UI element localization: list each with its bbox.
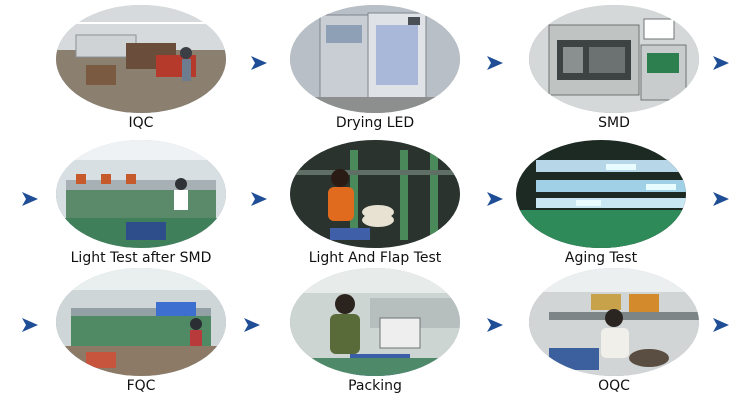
process-step-aging-test: Aging Test [516,140,686,270]
triangle-right-icon [713,318,729,332]
process-step-drying-led: Drying LED [290,5,460,135]
process-step-light-and-flap-test: Light And Flap Test [290,140,460,270]
triangle-right-icon [22,318,38,332]
triangle-right-icon [251,56,267,70]
process-step-fqc: FQC [56,268,226,398]
step-label: IQC [128,115,154,131]
step-label: OQC [598,378,630,394]
process-step-light-test-after-smd: Light Test after SMD [56,140,226,270]
triangle-right-icon [713,56,729,70]
triangle-right-icon [244,318,260,332]
process-step-iqc: IQC [56,5,226,135]
process-step-packing: Packing [290,268,460,398]
triangle-right-icon [713,192,729,206]
smd-machine-icon [529,5,699,113]
step-label: SMD [598,115,630,131]
process-step-oqc: OQC [529,268,699,398]
step-label: FQC [126,378,156,394]
worker-test-icon [290,140,460,248]
drying-oven-icon [290,5,460,113]
step-label: Aging Test [564,250,638,266]
oqc-inspection-icon [529,268,699,376]
triangle-right-icon [22,192,38,206]
triangle-right-icon [251,192,267,206]
step-label: Light Test after SMD [70,250,212,266]
aging-rack-icon [516,140,686,248]
step-label: Packing [348,378,402,394]
process-step-smd: SMD [529,5,699,135]
triangle-right-icon [487,56,503,70]
fqc-line-icon [56,268,226,376]
triangle-right-icon [487,192,503,206]
step-label: Drying LED [335,115,415,131]
workshop-icon [56,5,226,113]
triangle-right-icon [487,318,503,332]
packing-icon [290,268,460,376]
step-label: Light And Flap Test [308,250,442,266]
light-test-icon [56,140,226,248]
